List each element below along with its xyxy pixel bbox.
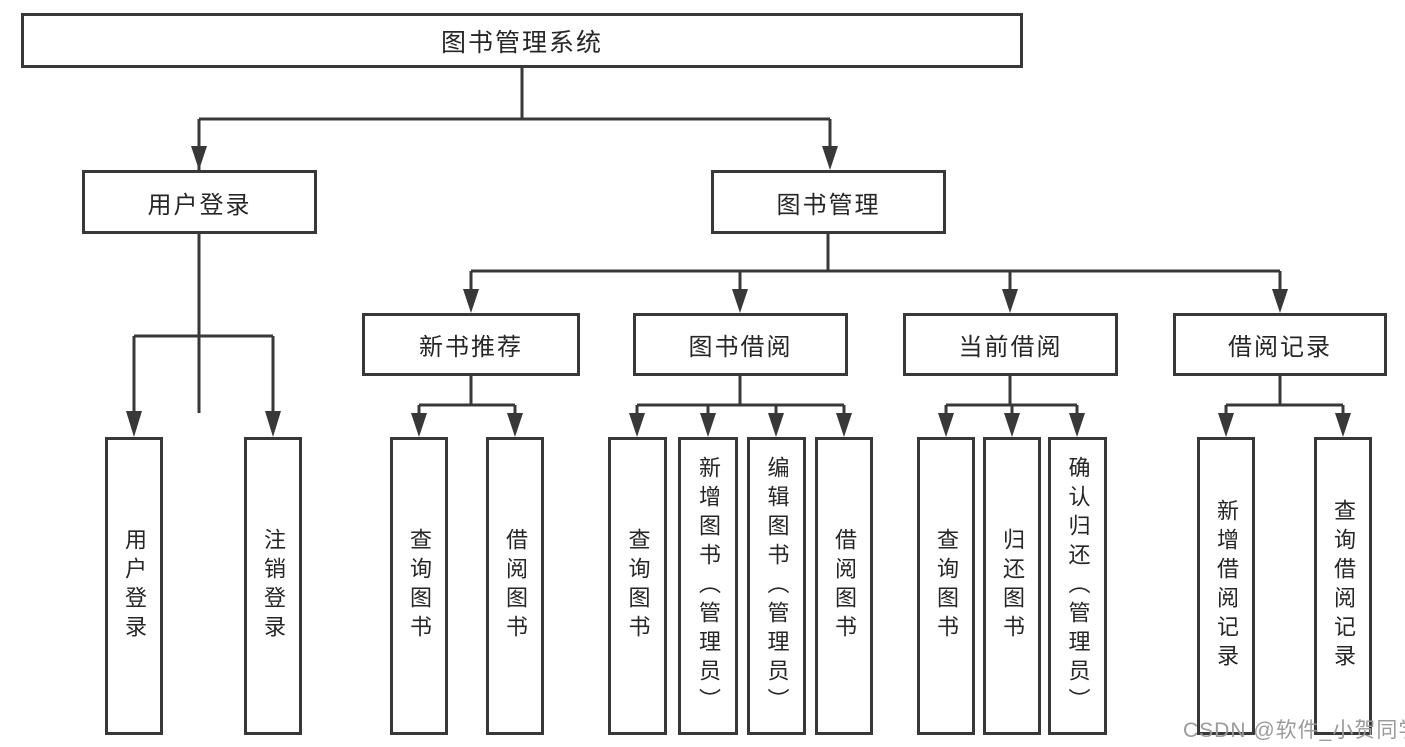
node-label: 图书借阅 xyxy=(688,334,793,361)
node-new-book-recommendation: 新书推荐 xyxy=(362,313,580,376)
node-label: 编辑图书（管理员） xyxy=(764,455,790,717)
node-label: 查询图书 xyxy=(625,528,651,644)
node-label: 新书推荐 xyxy=(419,334,523,361)
leaf-edit-books-admin: 编辑图书（管理员） xyxy=(747,437,806,735)
leaf-query-borrow-record: 查询借阅记录 xyxy=(1314,437,1372,735)
node-book-borrowing: 图书借阅 xyxy=(633,313,848,376)
leaf-query-books-current: 查询图书 xyxy=(917,437,975,735)
leaf-borrow-books: 借阅图书 xyxy=(815,437,873,735)
leaf-confirm-return-admin: 确认归还（管理员） xyxy=(1048,437,1107,735)
node-label: 确认归还（管理员） xyxy=(1065,455,1091,717)
node-label: 用户登录 xyxy=(147,191,252,219)
leaf-add-borrow-record: 新增借阅记录 xyxy=(1197,437,1255,735)
node-label: 借阅图书 xyxy=(503,528,528,644)
node-label: 图书管理 xyxy=(776,191,881,219)
csdn-watermark: CSDN @软件_小贺同学 xyxy=(1183,719,1405,742)
leaf-user-login: 用户登录 xyxy=(105,437,163,735)
node-label: 查询借阅记录 xyxy=(1331,499,1356,673)
node-label: 新增借阅记录 xyxy=(1214,499,1239,673)
node-current-borrowing: 当前借阅 xyxy=(903,313,1118,376)
node-label: 注销登录 xyxy=(261,528,286,644)
node-label: 图书管理系统 xyxy=(440,28,603,57)
node-label: 查询图书 xyxy=(934,528,959,644)
node-label: 借阅记录 xyxy=(1228,334,1332,361)
node-label: 新增图书（管理员） xyxy=(696,455,721,717)
leaf-borrow-books-recommend: 借阅图书 xyxy=(486,437,544,735)
leaf-query-books-recommend: 查询图书 xyxy=(390,437,448,735)
node-borrowing-records: 借阅记录 xyxy=(1173,313,1387,376)
leaf-query-books-borrow: 查询图书 xyxy=(608,437,667,735)
leaf-return-books: 归还图书 xyxy=(983,437,1041,735)
node-label: 查询图书 xyxy=(407,528,432,644)
node-label: 借阅图书 xyxy=(832,528,857,644)
leaf-add-books-admin: 新增图书（管理员） xyxy=(678,437,738,735)
leaf-logout: 注销登录 xyxy=(244,437,302,735)
node-book-management-branch: 图书管理 xyxy=(711,170,946,234)
node-label: 归还图书 xyxy=(1000,528,1025,644)
node-library-management-system: 图书管理系统 xyxy=(21,13,1023,68)
node-label: 当前借阅 xyxy=(958,334,1063,361)
node-label: 用户登录 xyxy=(122,528,147,644)
node-user-login-branch: 用户登录 xyxy=(82,170,317,234)
